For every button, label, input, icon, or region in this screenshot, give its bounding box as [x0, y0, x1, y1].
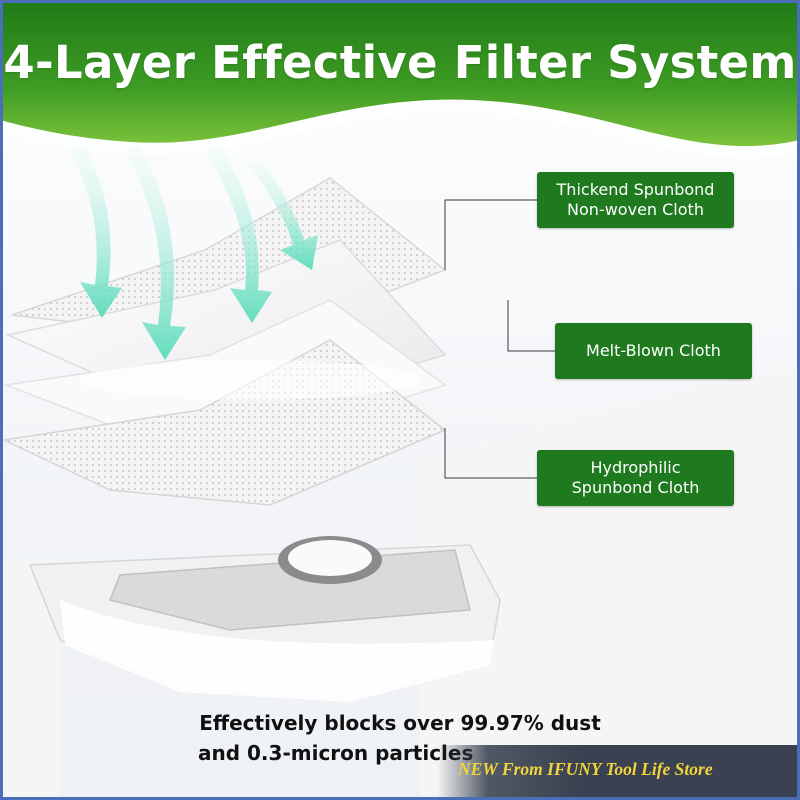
layer-label-line: Thickend Spunbond [556, 180, 715, 199]
layer-label-meltblown: Melt-Blown Cloth [555, 323, 752, 379]
caption-line-1: Effectively blocks over 99.97% dust [199, 711, 601, 735]
layer-label-spunbond: Thickend Spunbond Non-woven Cloth [537, 172, 734, 228]
airflow-arrow-icon [70, 146, 318, 360]
store-banner [437, 745, 800, 800]
layer-label-line: Spunbond Cloth [571, 478, 700, 497]
layer-label-hydrophilic: Hydrophilic Spunbond Cloth [537, 450, 734, 506]
layer-label-line: Hydrophilic [590, 458, 681, 477]
page-title: 4-Layer Effective Filter System [3, 36, 797, 89]
layer-label-line: Non-woven Cloth [567, 200, 704, 219]
layer-label-line: Melt-Blown Cloth [586, 341, 721, 360]
store-watermark: NEW From IFUNY Tool Life Store [458, 759, 713, 779]
title-banner [0, 0, 800, 147]
label-connectors [444, 199, 555, 479]
caption-line-2: and 0.3-micron particles [198, 741, 474, 765]
